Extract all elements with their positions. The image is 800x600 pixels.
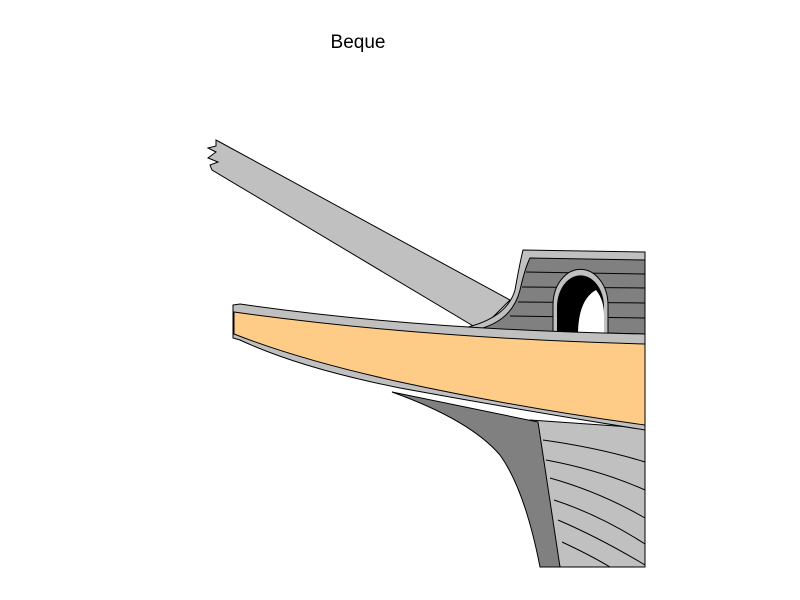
porthole-highlight bbox=[578, 290, 604, 335]
figure-title: Beque bbox=[330, 32, 386, 53]
hull-plank-lines bbox=[542, 439, 646, 568]
bowsprit bbox=[206, 139, 511, 331]
beak-head bbox=[233, 311, 646, 426]
stem-post bbox=[391, 391, 561, 568]
